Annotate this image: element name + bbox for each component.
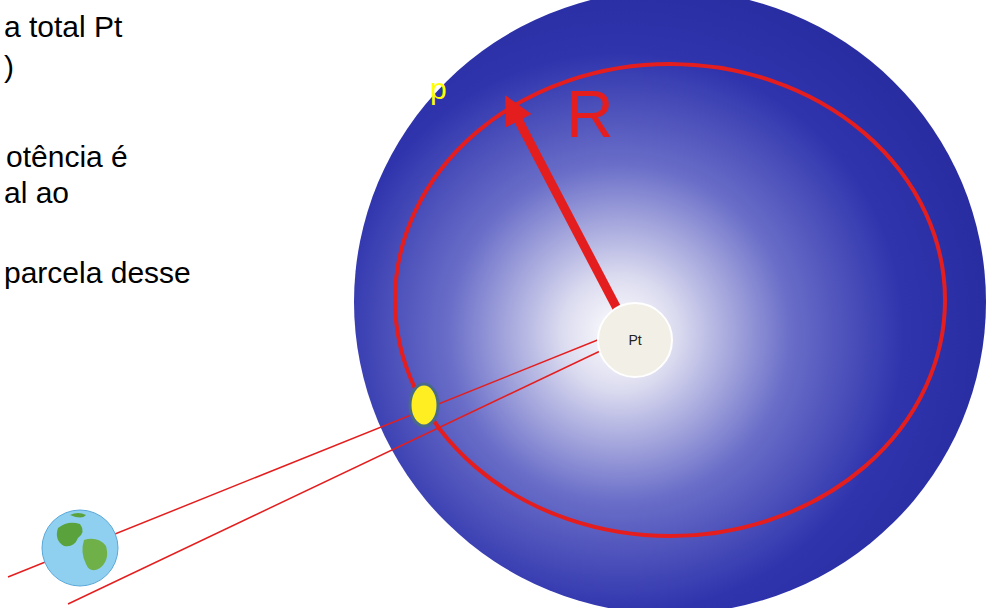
area-patch — [410, 384, 438, 426]
body-text: al ao — [4, 176, 69, 209]
cone-line — [68, 343, 617, 604]
sphere-outline — [395, 64, 945, 536]
body-text: ) — [4, 50, 14, 83]
body-text: otência é — [6, 140, 128, 173]
source-circle: Pt — [597, 302, 673, 378]
power-label: p — [430, 72, 447, 105]
node-text: Pt — [628, 332, 641, 348]
body-text: parcela desse — [4, 256, 191, 289]
earth-icon — [42, 510, 118, 586]
body-text: a total Pt — [4, 10, 122, 43]
radius-label: R — [566, 78, 614, 151]
radiation-sphere — [354, 0, 986, 608]
